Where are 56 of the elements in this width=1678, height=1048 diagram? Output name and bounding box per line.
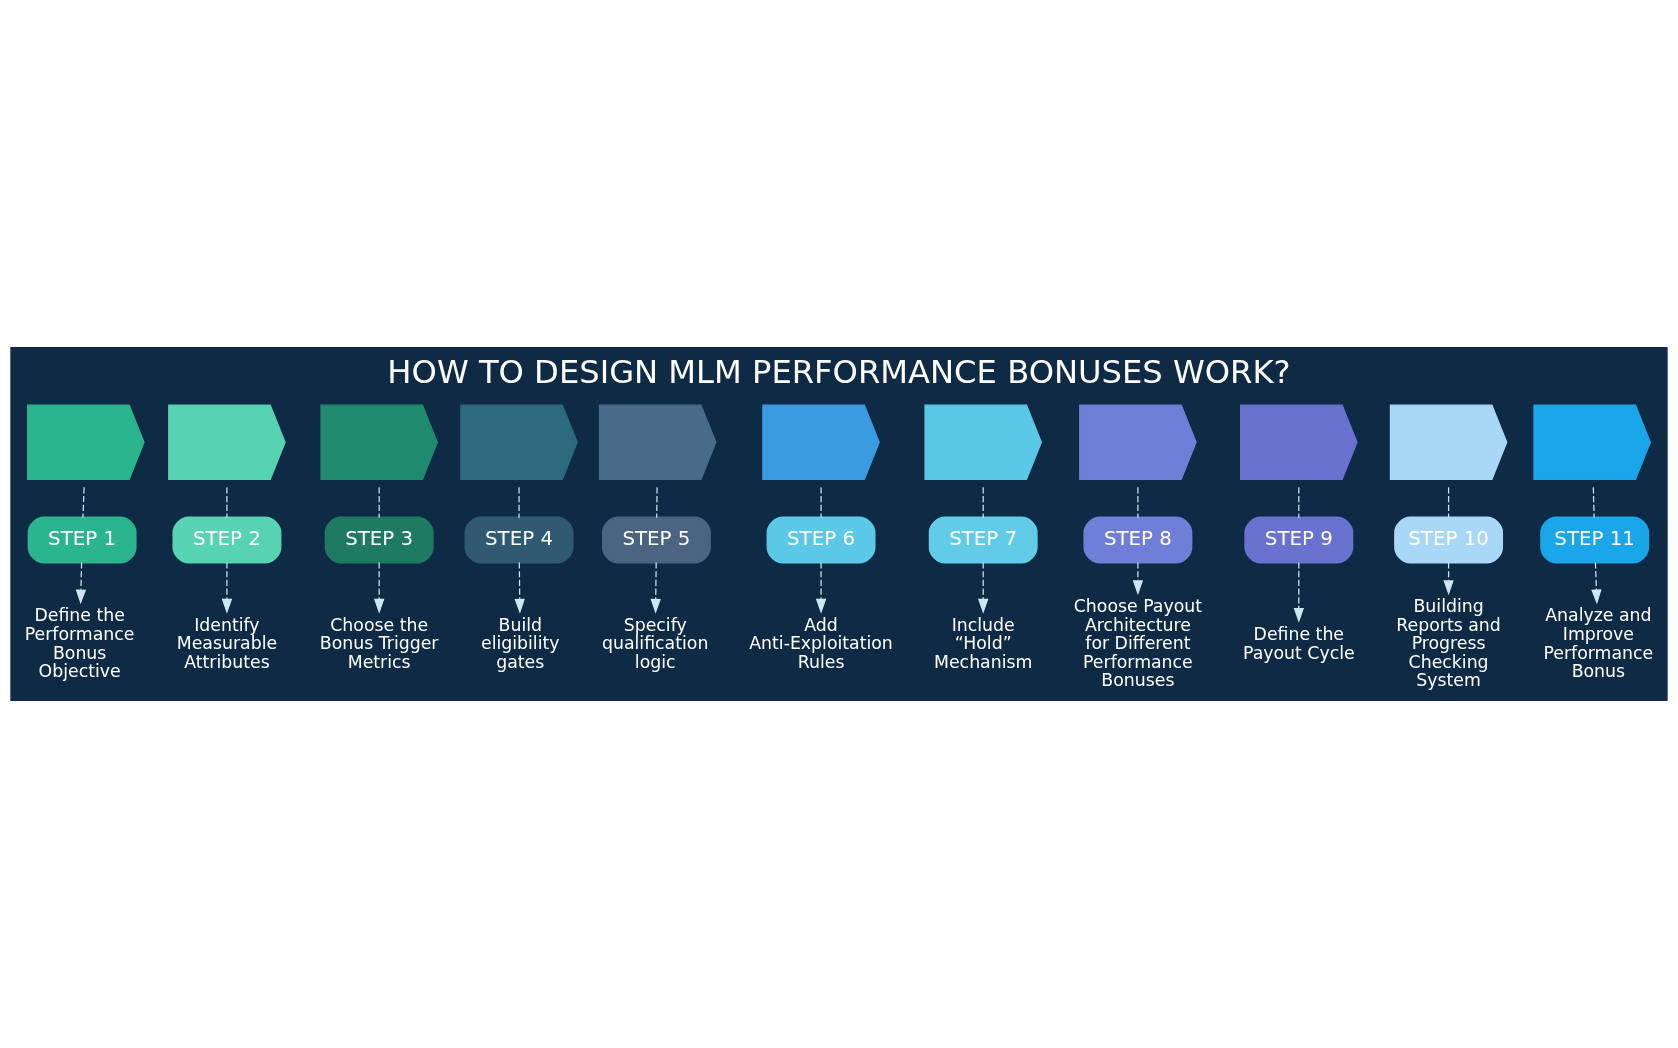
connector — [820, 486, 822, 519]
arrow — [1293, 561, 1305, 623]
arrow — [650, 561, 661, 614]
node-box: STEP 9 — [1244, 516, 1354, 564]
node-text: Identify Measurable Attributes — [176, 614, 278, 672]
node-chevron — [1079, 404, 1197, 481]
node-text: Choose Payout Architecture for Different Performance Bonuses — [1073, 596, 1203, 691]
arrow — [1443, 561, 1454, 596]
node-text: Build eligibility gates — [481, 614, 560, 672]
connector — [1448, 486, 1450, 519]
node-text: Define the Performance Bonus Objective — [24, 605, 135, 682]
node-box: STEP 10 — [1394, 516, 1504, 564]
connector — [378, 486, 380, 519]
connector — [1298, 486, 1300, 519]
connector — [82, 486, 85, 519]
node-box: STEP 5 — [601, 516, 711, 564]
arrow — [815, 561, 827, 614]
node-box: STEP 3 — [324, 516, 434, 564]
node-chevron — [1240, 404, 1358, 481]
node-box: STEP 11 — [1540, 516, 1650, 564]
connector — [226, 486, 228, 519]
node-text: Include “Hold” Mechanism — [934, 614, 1033, 672]
node-text: Choose the Bonus Trigger Metrics — [319, 614, 439, 672]
node-box: STEP 2 — [172, 516, 282, 564]
connector — [656, 486, 658, 519]
arrow — [1591, 561, 1602, 605]
node-box: STEP 8 — [1083, 516, 1193, 564]
arrow — [1132, 561, 1144, 596]
node-chevron — [924, 404, 1043, 481]
node-chevron — [1533, 404, 1651, 481]
node-box: STEP 1 — [27, 516, 137, 564]
arrow — [373, 561, 385, 614]
arrow — [221, 561, 233, 614]
connector — [982, 486, 984, 519]
node-chevron — [762, 404, 880, 481]
node-chevron — [320, 404, 438, 481]
node-text: Add Anti-Exploitation Rules — [749, 614, 893, 672]
node-box: STEP 7 — [928, 516, 1038, 564]
node-chevron — [1389, 404, 1508, 481]
node-chevron — [460, 404, 578, 481]
node-text: Specify qualification logic — [602, 614, 709, 672]
connector — [1137, 486, 1139, 519]
node-text: Building Reports and Progress Checking System — [1396, 596, 1501, 691]
node-text: Define the Payout Cycle — [1242, 623, 1355, 663]
node-box: STEP 6 — [766, 516, 876, 564]
node-box: STEP 4 — [464, 516, 574, 564]
connector — [1592, 486, 1595, 519]
node-text: Analyze and Improve Performance Bonus — [1543, 605, 1654, 682]
node-chevron — [27, 404, 145, 481]
node-chevron — [168, 404, 286, 481]
connector — [518, 486, 520, 519]
arrow — [75, 561, 87, 605]
arrow — [514, 561, 525, 614]
diagram-title: HOW TO DESIGN MLM PERFORMANCE BONUSES WORK? — [387, 352, 1291, 391]
arrow — [978, 561, 989, 614]
node-chevron — [598, 404, 717, 481]
